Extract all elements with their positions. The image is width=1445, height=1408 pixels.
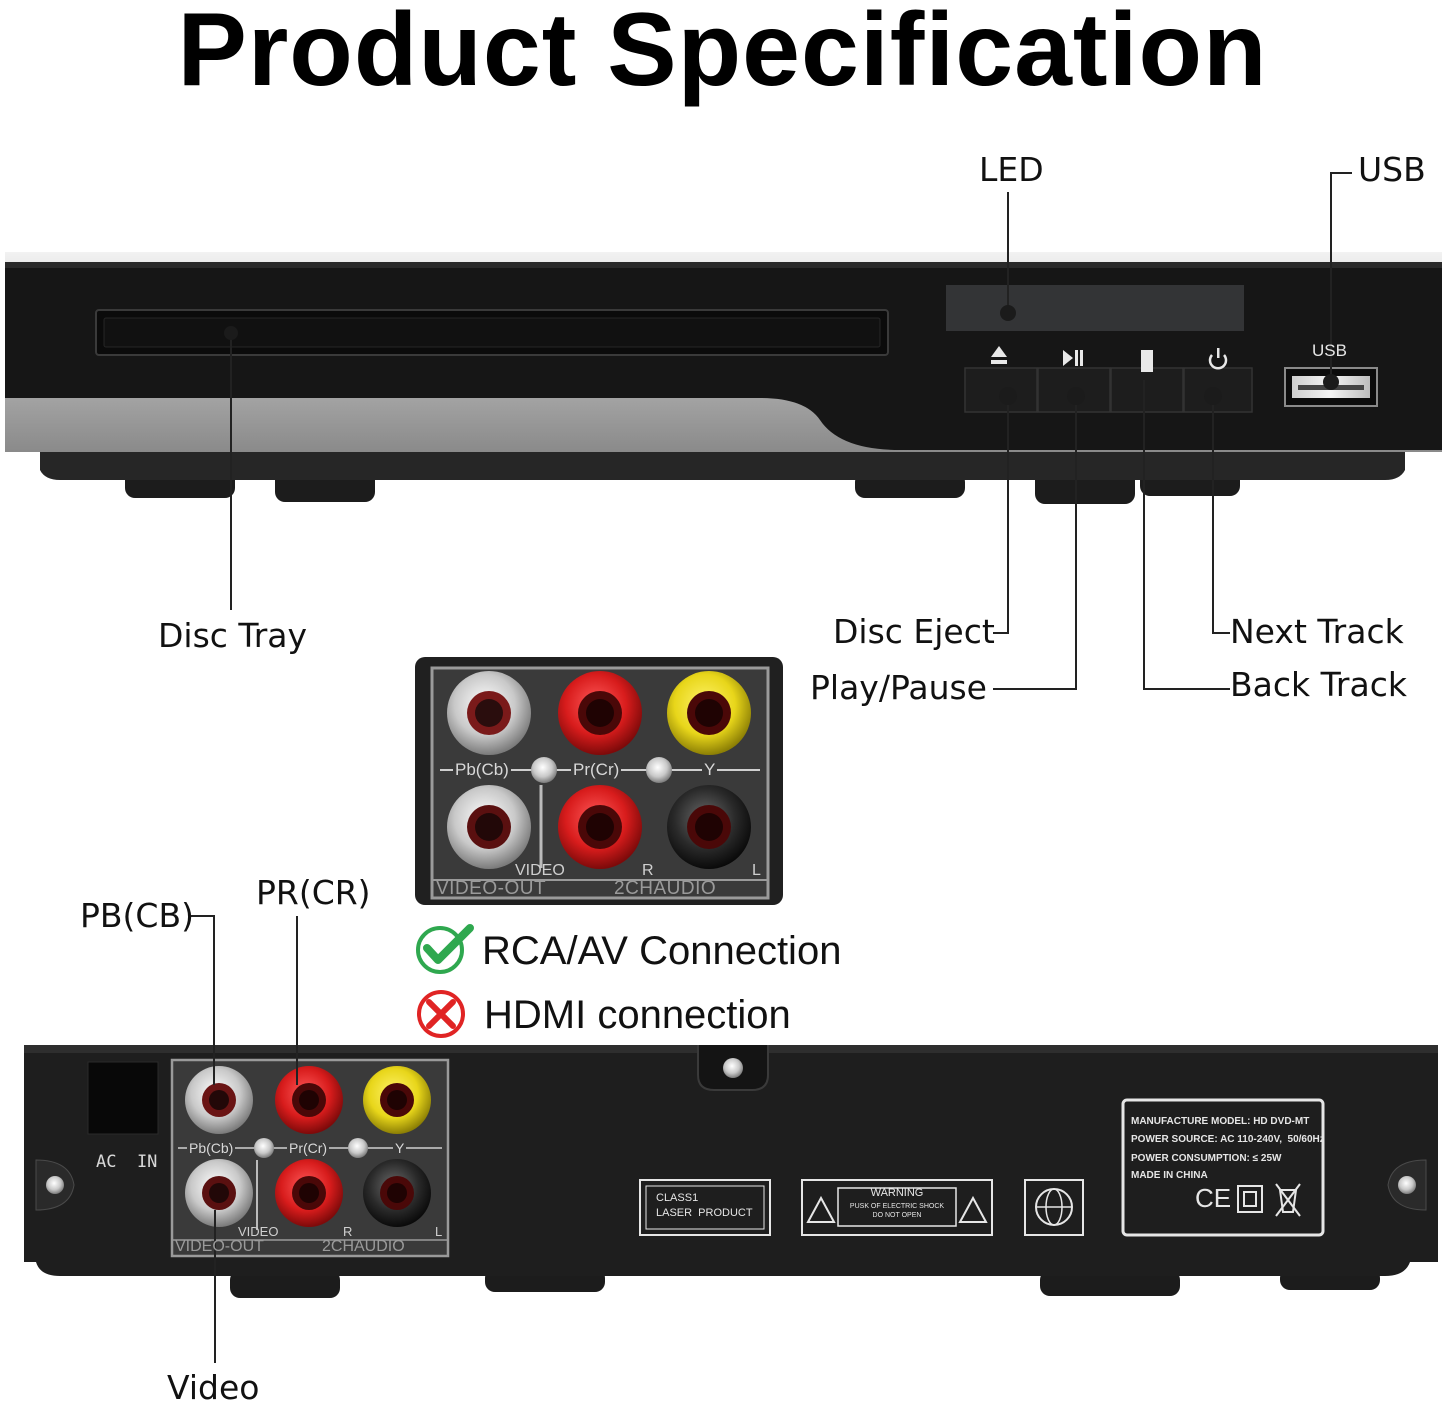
ac-in-label: AC IN [96, 1152, 158, 1172]
rear-jack-label-video: VIDEO [238, 1224, 279, 1239]
callout-led: LED [979, 150, 1044, 189]
warning-line2: DO NOT OPEN [872, 1212, 922, 1219]
jack-label-r: R [642, 862, 654, 879]
spec-origin: MADE IN CHINA [1131, 1170, 1208, 1181]
callout-play-pause: Play/Pause [810, 668, 987, 707]
callout-back-track: Back Track [1230, 665, 1407, 704]
rear-jack-label-audio: 2CHAUDIO [322, 1238, 405, 1255]
rear-jack-label-pr-cr: Pr(Cr) [287, 1140, 330, 1156]
supported-connection: RCA/AV Connection [482, 929, 842, 973]
unsupported-connection: HDMI connection [484, 993, 791, 1037]
callout-disc-eject: Disc Eject [833, 612, 995, 651]
jack-label-l: L [752, 862, 761, 879]
spec-power-consumption: POWER CONSUMPTION: ≤ 25W [1131, 1153, 1282, 1164]
spec-power-source: POWER SOURCE: AC 110-240V, 50/60Hz [1131, 1134, 1325, 1145]
usb-port-label: USB [1312, 341, 1347, 360]
callout-next-track: Next Track [1230, 612, 1404, 651]
spec-model: MANUFACTURE MODEL: HD DVD-MT [1131, 1116, 1310, 1127]
callout-disc-tray: Disc Tray [158, 616, 308, 655]
rear-panel [24, 1045, 1438, 1298]
callout-video: Video [167, 1368, 260, 1407]
rear-jack-label-y: Y [393, 1140, 407, 1156]
callout-usb: USB [1358, 150, 1426, 189]
rear-jack-label-pb-cb: Pb(Cb) [187, 1140, 236, 1156]
callout-dots [224, 305, 1339, 405]
warning-line1: PUSK OF ELECTRIC SHOCK [849, 1203, 945, 1210]
callout-pb-cb: PB(CB) [80, 896, 194, 935]
rear-jack-label-r: R [343, 1224, 353, 1239]
jack-label-y: Y [702, 760, 718, 780]
warning-title: WARNING [870, 1187, 924, 1199]
rear-jack-label-video-out: VIDEO-OUT [175, 1238, 264, 1255]
power-icon [1208, 348, 1228, 370]
laser-label-line1: CLASS1 [656, 1192, 699, 1204]
stop-icon [1141, 350, 1153, 372]
callout-pr-cr: PR(CR) [256, 873, 371, 912]
jack-panel-zoom [415, 657, 783, 905]
front-panel [5, 252, 1442, 504]
ce-mark: CE [1195, 1183, 1232, 1213]
jack-label-pb-cb: Pb(Cb) [453, 760, 511, 780]
laser-label-line2: LASER PRODUCT [656, 1207, 753, 1219]
jack-label-pr-cr: Pr(Cr) [571, 760, 622, 780]
front-callout-lines [230, 172, 1352, 690]
jack-label-video: VIDEO [515, 862, 565, 879]
check-icon [416, 924, 474, 974]
eject-icon [991, 346, 1007, 364]
cross-icon [417, 990, 465, 1038]
jack-label-audio: 2CHAUDIO [614, 878, 717, 899]
page-title: Product Specification [177, 0, 1268, 108]
rear-callout-lines [190, 915, 298, 1363]
jack-label-video-out: VIDEO-OUT [436, 878, 547, 899]
play-pause-icon [1063, 350, 1083, 366]
rear-jack-label-l: L [435, 1224, 443, 1239]
